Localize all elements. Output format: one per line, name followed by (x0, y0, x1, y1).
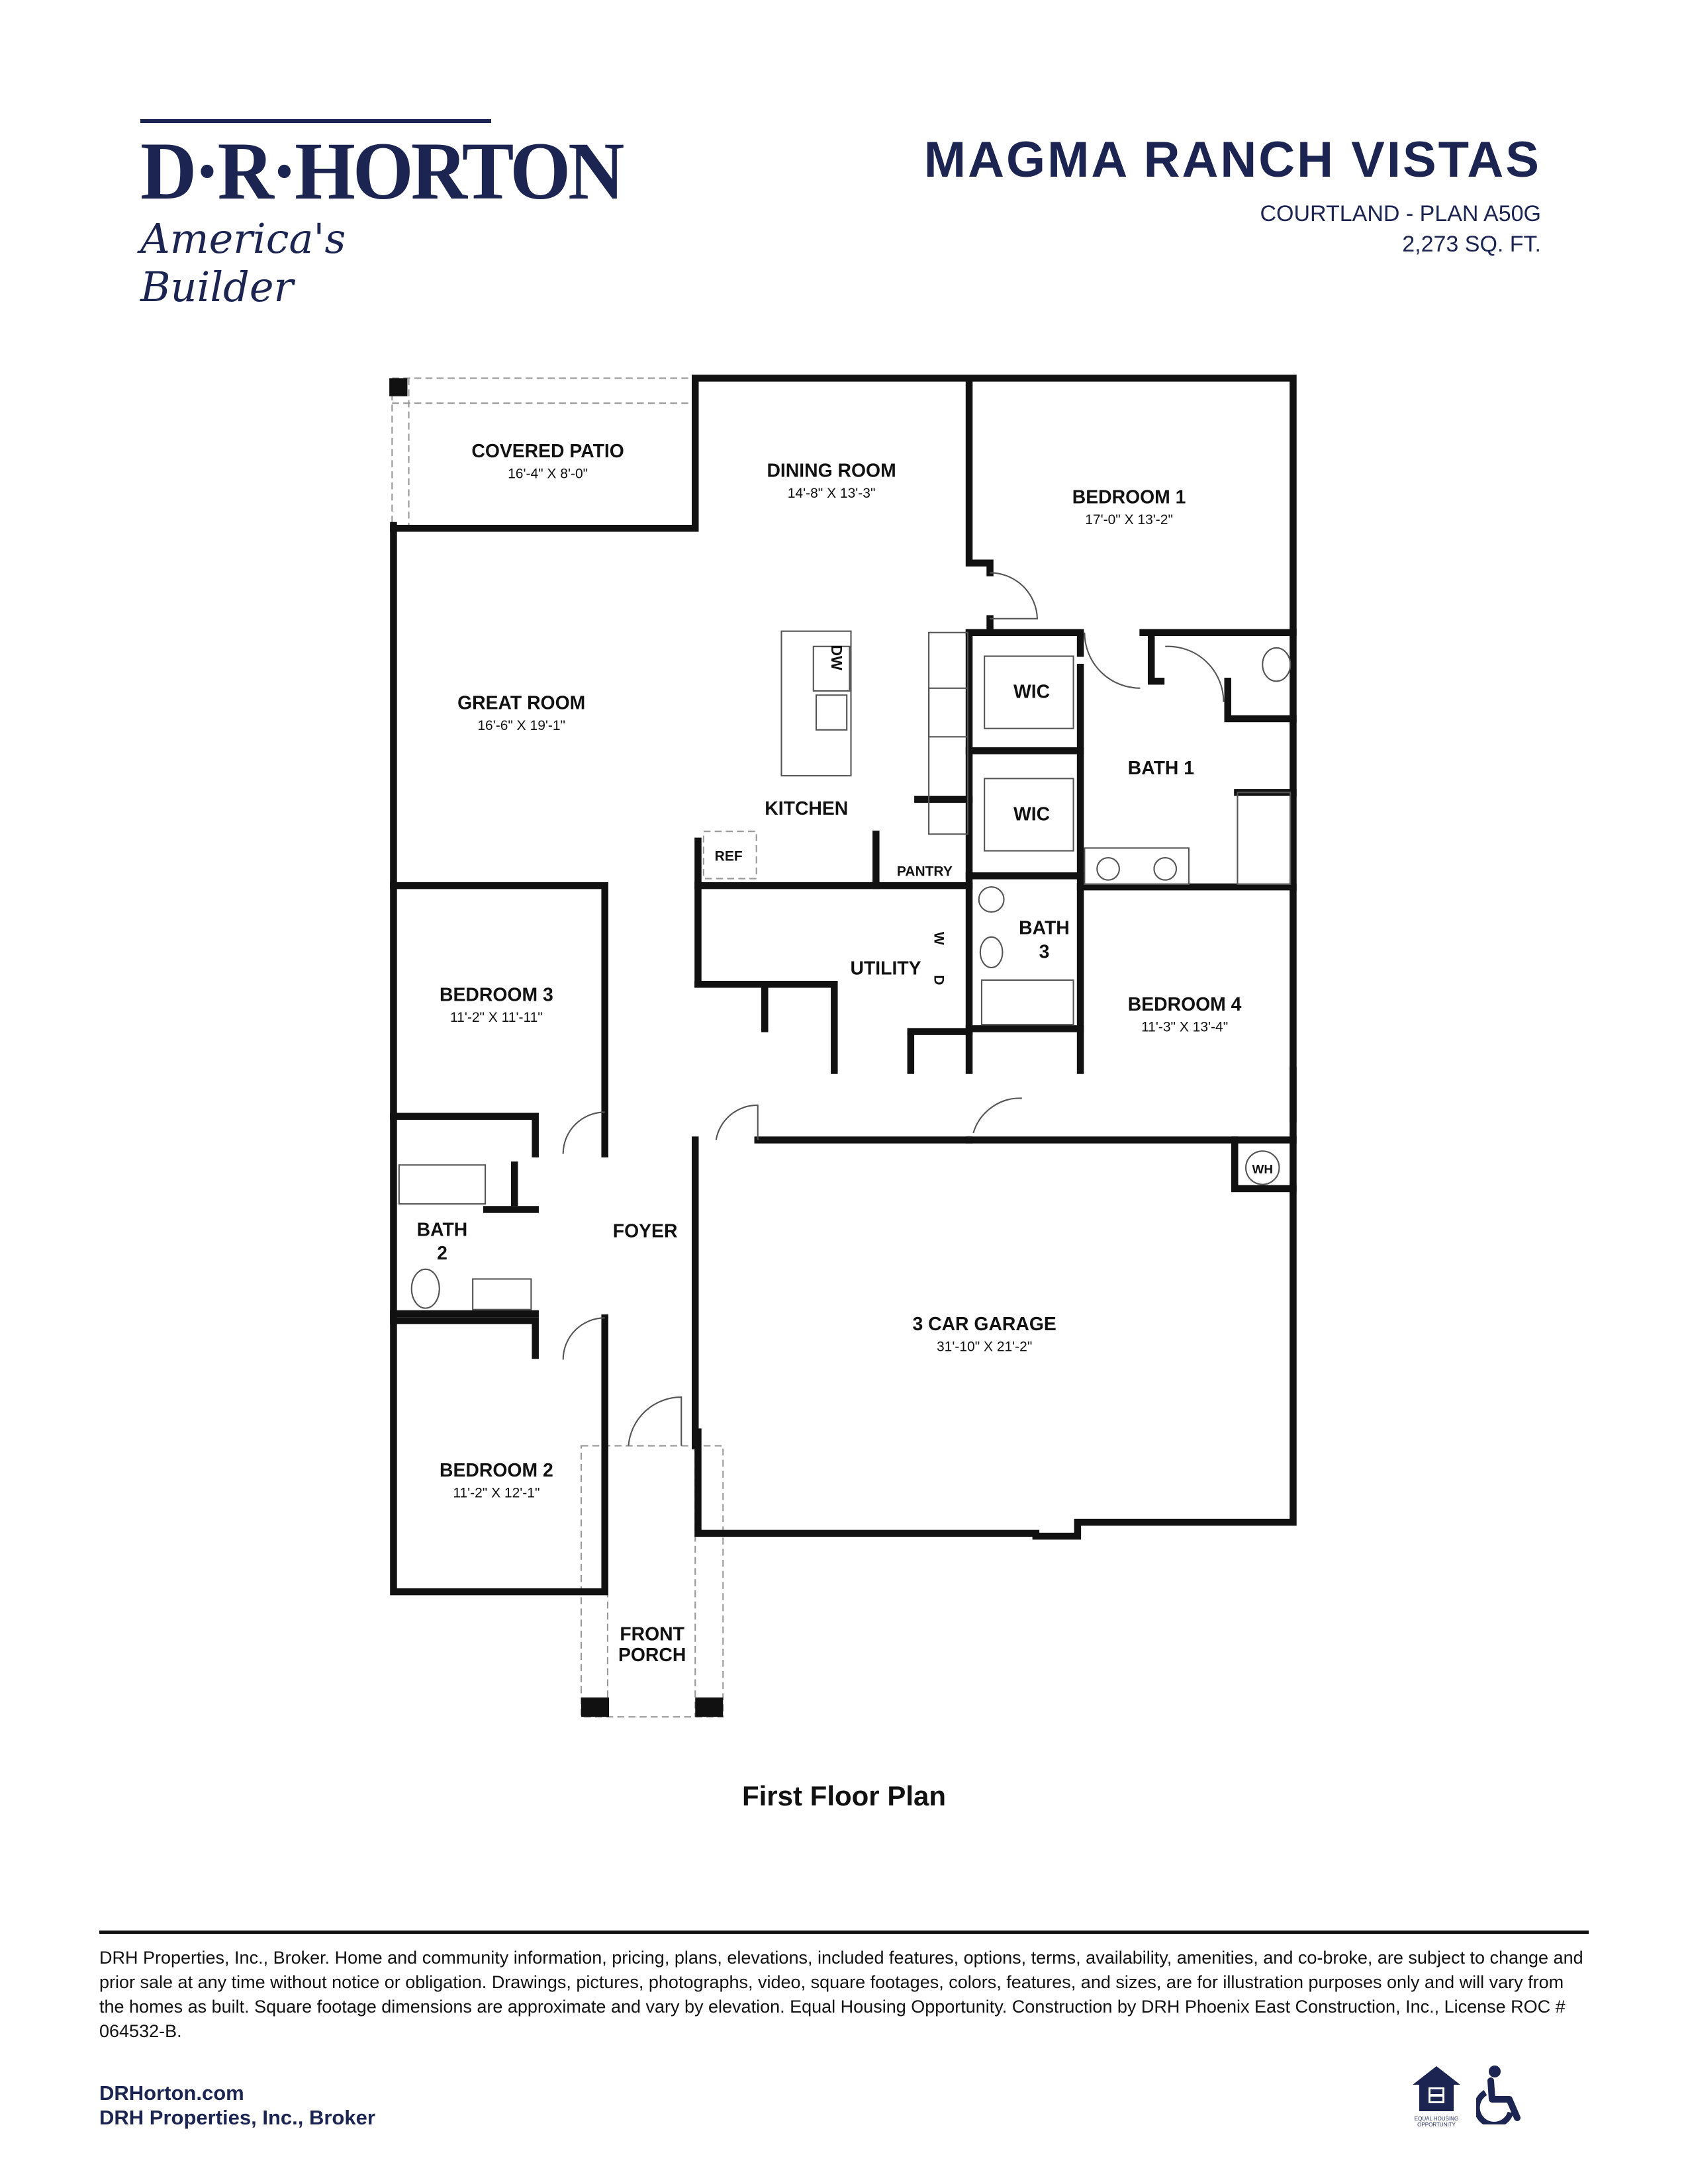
compliance-badges: EQUAL HOUSING OPPORTUNITY (1410, 2065, 1529, 2128)
dishwasher-label: DW (828, 645, 845, 670)
bedroom-2-dims: 11'-2" X 12'-1" (453, 1485, 539, 1500)
community-name: MAGMA RANCH VISTAS (923, 132, 1541, 188)
floor-plan-caption: First Floor Plan (741, 1780, 947, 1811)
kitchen-label: KITCHEN (765, 798, 848, 819)
front-porch-label: FRONT (620, 1624, 684, 1645)
bath-3-label: BATH (1019, 918, 1070, 939)
dining-room-label: DINING ROOM (767, 461, 896, 482)
garage-dims: 31'-10" X 21'-2" (937, 1340, 1032, 1355)
utility-label: UTILITY (850, 958, 921, 979)
dryer-label: D (931, 975, 947, 985)
footer-divider (99, 1931, 1589, 1934)
dashed-outlines (391, 377, 757, 1718)
ref-label: REF (715, 848, 743, 864)
bath-3-number: 3 (1039, 941, 1050, 962)
wic-1-label: WIC (1013, 682, 1050, 703)
room-labels: COVERED PATIO 16'-4" X 8'-0" DINING ROOM… (417, 441, 1273, 1666)
bedroom-2-label: BEDROOM 2 (440, 1460, 553, 1481)
square-footage: 2,273 SQ. FT. (1402, 231, 1541, 257)
website-link[interactable]: DRHorton.com (99, 2081, 244, 2105)
equal-housing-text: EQUAL HOUSING OPPORTUNITY (1414, 2116, 1459, 2128)
covered-patio-label: COVERED PATIO (471, 441, 624, 462)
equal-housing-icon: EQUAL HOUSING OPPORTUNITY (1410, 2065, 1463, 2128)
logo-tagline: America's Builder (140, 214, 346, 311)
accessibility-icon (1474, 2065, 1529, 2128)
bedroom-4-dims: 11'-3" X 13'-4" (1141, 1020, 1228, 1035)
foyer-label: FOYER (613, 1221, 678, 1242)
bath-1-label: BATH 1 (1128, 758, 1194, 779)
walls (390, 375, 1297, 1596)
water-heater-label: WH (1252, 1163, 1273, 1177)
dining-room-dims: 14'-8" X 13'-3" (788, 486, 876, 501)
bath-2-number: 2 (437, 1243, 447, 1264)
bedroom-3-label: BEDROOM 3 (440, 984, 553, 1005)
footer-links: DRHorton.com DRH Properties, Inc., Broke… (99, 2081, 375, 2130)
great-room-dims: 16'-6" X 19'-1" (477, 718, 565, 733)
bath-2-label: BATH (417, 1219, 468, 1240)
broker-name: DRH Properties, Inc., Broker (99, 2106, 375, 2129)
bedroom-1-label: BEDROOM 1 (1072, 486, 1186, 508)
washer-label: W (931, 932, 947, 945)
covered-patio-dims: 16'-4" X 8'-0" (508, 467, 588, 482)
front-porch-label-2: PORCH (618, 1645, 686, 1666)
disclaimer: DRH Properties, Inc., Broker. Home and c… (99, 1948, 1583, 2041)
logo-bar (140, 119, 491, 123)
garage-label: 3 CAR GARAGE (912, 1314, 1056, 1335)
bedroom-3-dims: 11'-2" X 11'-11" (450, 1010, 543, 1025)
bedroom-1-dims: 17'-0" X 13'-2" (1085, 512, 1173, 527)
fixtures (389, 378, 1291, 1717)
great-room-label: GREAT ROOM (457, 692, 585, 713)
plan-name: COURTLAND - PLAN A50G (1260, 201, 1541, 226)
plan-header: MAGMA RANCH VISTAS COURTLAND - PLAN A50G… (924, 131, 1541, 260)
pantry-label: PANTRY (897, 864, 953, 879)
bedroom-4-label: BEDROOM 4 (1128, 994, 1242, 1015)
wic-2-label: WIC (1013, 803, 1050, 825)
